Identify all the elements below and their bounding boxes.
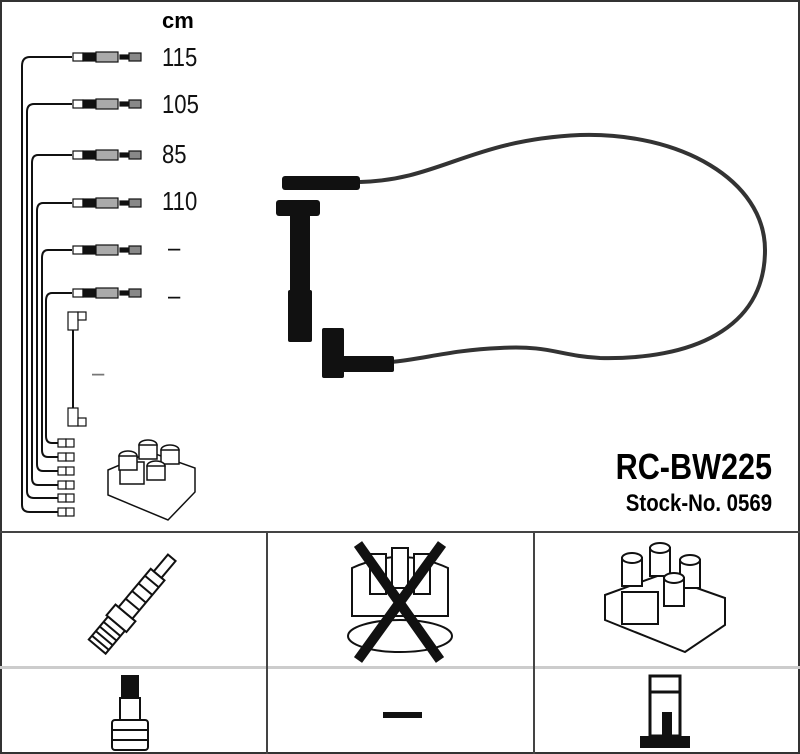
coil-lead-length: –	[92, 357, 105, 387]
cable-length-2: 105	[162, 89, 199, 119]
stock-number: Stock-No. 0569	[625, 490, 772, 517]
cable-schematic-icon	[21, 51, 196, 521]
cable-length-1: 115	[162, 42, 198, 72]
cable-length-5: –	[168, 232, 181, 262]
section-divider	[0, 531, 800, 533]
grid-col-divider-1	[266, 532, 268, 754]
ignition-coil-icon	[604, 542, 726, 654]
blade-terminal-icon	[640, 674, 690, 748]
grid-row-divider	[0, 666, 800, 669]
cable-length-3: 85	[162, 139, 187, 169]
product-code: RC-BW225	[615, 446, 772, 487]
plug-terminal-icon	[111, 675, 149, 751]
distributor-cap-crossed-icon	[347, 541, 453, 663]
unit-label: cm	[162, 8, 194, 33]
grid-col-divider-2	[533, 532, 535, 754]
cable-length-4: 110	[162, 186, 198, 216]
dash-icon	[383, 712, 422, 718]
ignition-cable-icon	[276, 132, 768, 378]
cable-length-6: –	[168, 280, 181, 310]
spark-plug-icon	[87, 553, 178, 656]
